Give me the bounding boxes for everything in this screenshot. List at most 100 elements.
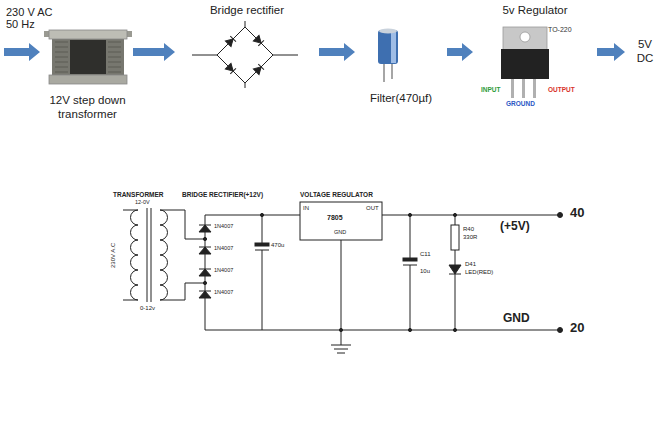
schematic-part [151, 208, 152, 302]
schematic-part [160, 210, 168, 300]
bridge-rectifier-illustration-part [225, 63, 236, 74]
schematic-part-part [199, 269, 211, 276]
bridge-rectifier-illustration-part-part [225, 63, 236, 74]
schematic-part [131, 210, 138, 300]
transformer-illustration-part-part [55, 42, 68, 43]
block-caption: Filter(470µf) [359, 92, 443, 106]
input-voltage: 230 V AC 50 Hz [6, 6, 62, 30]
transformer-illustration-part [49, 75, 127, 84]
flow-arrow [597, 43, 625, 61]
schematic-part [558, 213, 563, 218]
schematic-part [199, 225, 211, 226]
regulator-illustration-part [501, 49, 549, 79]
part-title: TRANSFORMER [113, 191, 164, 198]
bridge-rectifier-illustration-part [245, 83, 246, 88]
part-value: 1N4007 [214, 289, 233, 295]
part-value: 1N4007 [214, 223, 233, 229]
regulator-illustration-part [520, 32, 530, 42]
bridge-rectifier-illustration [192, 21, 298, 88]
schematic-part [203, 237, 206, 240]
bridge-rectifier-illustration-part [217, 27, 273, 83]
capacitor-illustration-part [383, 63, 385, 82]
schematic-part [337, 353, 345, 354]
bridge-rectifier-illustration-part [225, 36, 236, 47]
transformer-illustration-part-part [108, 62, 121, 63]
schematic-part [260, 213, 263, 216]
schematic-part [199, 269, 211, 270]
supply-label: 230V A.C [111, 242, 118, 267]
pin-name: IN [303, 205, 309, 212]
schematic-part-part [199, 247, 211, 254]
part-value: 12-0V [135, 199, 150, 205]
schematic-part [453, 213, 456, 216]
bridge-rectifier-illustration-part [253, 64, 264, 75]
transformer-illustration-part [70, 40, 106, 74]
transformer-illustration-part-part [108, 52, 121, 53]
pin-name: OUT [366, 205, 379, 212]
bridge-rectifier-illustration-part [245, 21, 246, 27]
part-value: 10u [420, 268, 430, 275]
schematic-part-part [199, 225, 211, 232]
pin-name: INPUT [481, 86, 501, 93]
output-block: 5V DC [628, 36, 662, 68]
part-value: 0-12v [140, 305, 155, 312]
block-caption: 12V step down transformer [48, 94, 128, 122]
transformer-illustration-part-part [55, 57, 68, 58]
part-value: 470u [271, 242, 284, 249]
transformer-block: 12V step down transformer [45, 26, 130, 122]
part-name: D41 [465, 261, 476, 268]
transformer-illustration-part-part [55, 47, 68, 48]
capacitor-illustration-part [391, 31, 396, 63]
flow-arrow [319, 43, 355, 61]
bridge-rectifier-illustration-part [192, 55, 217, 56]
transformer-illustration-part [52, 36, 124, 78]
schematic-part [123, 210, 138, 211]
regulator-illustration-part [511, 79, 514, 98]
schematic-part [147, 208, 148, 302]
schematic-part [205, 215, 300, 216]
schematic-part [455, 274, 456, 330]
regulator-illustration-part [503, 27, 547, 51]
schematic-part [199, 247, 211, 248]
terminal-number: 20 [570, 321, 584, 335]
schematic-part [255, 243, 269, 246]
rail-name: GND [503, 312, 530, 325]
schematic-part [410, 215, 411, 258]
part-title: VOLTAGE REGULATOR [300, 191, 373, 198]
block-caption: 5v Regulator [480, 4, 590, 18]
bridge-rectifier-illustration-part-part [230, 36, 236, 42]
transformer-illustration-part-part [108, 42, 121, 43]
regulator-illustration-part [522, 79, 525, 98]
regulator-illustration-part [533, 79, 536, 98]
pin-name: GND [334, 229, 346, 235]
schematic-part [455, 250, 456, 265]
schematic-part [300, 202, 382, 240]
transformer-illustration-part [49, 30, 127, 39]
schematic-part [203, 281, 206, 284]
schematic-part [334, 349, 348, 350]
bridge-rectifier-illustration-part-part [225, 36, 236, 47]
bridge-rectifier-illustration-part-part [253, 35, 264, 46]
bridge-rectifier-illustration-part-part [258, 64, 264, 70]
schematic-part-part [199, 291, 211, 298]
transformer-illustration-part-part [55, 72, 68, 73]
schematic-part [199, 291, 211, 292]
part-value: LED(RED) [465, 269, 493, 276]
part-name: C11 [420, 251, 431, 258]
part-number: 7805 [327, 214, 343, 222]
flow-arrow [447, 43, 473, 61]
bridge-rectifier-illustration-part-part [230, 68, 236, 74]
transformer-illustration-part-part [108, 67, 121, 68]
schematic-part [449, 265, 461, 274]
schematic-part [410, 265, 411, 330]
capacitor-illustration-part [378, 30, 398, 64]
filter-block: Filter(470µf) [358, 26, 444, 106]
schematic-part [262, 215, 263, 243]
flow-arrow [133, 43, 175, 61]
schematic-part [123, 300, 138, 301]
bridge-rectifier-illustration-part [253, 35, 264, 46]
terminal-number: 40 [570, 206, 584, 220]
schematic [123, 202, 563, 353]
schematic-part [403, 258, 417, 261]
